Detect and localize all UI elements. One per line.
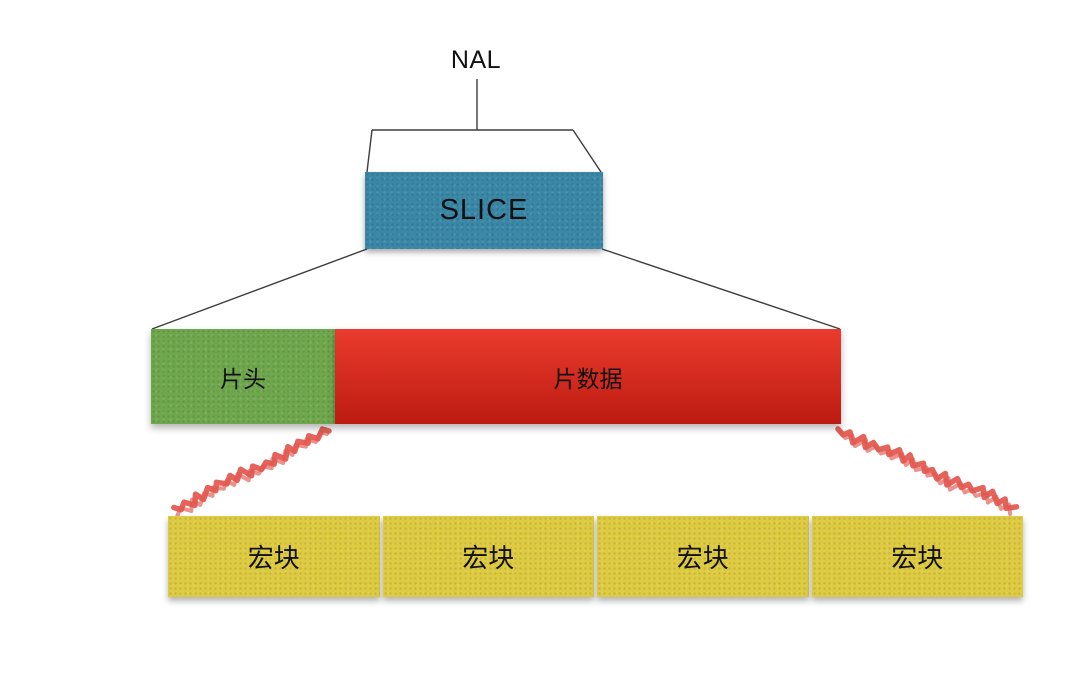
macroblock-box-2: 宏块 xyxy=(382,516,594,597)
macroblock-box-4: 宏块 xyxy=(811,516,1023,597)
slice-leader-right-line xyxy=(601,248,841,330)
macroblock-label: 宏块 xyxy=(676,543,729,573)
slice-header-label: 片头 xyxy=(220,365,266,392)
nal-label: NAL xyxy=(450,46,502,74)
macroblock-label: 宏块 xyxy=(247,543,300,573)
slice-data-label: 片数据 xyxy=(553,365,623,392)
bracket-right-line xyxy=(572,129,602,173)
macroblock-label: 宏块 xyxy=(462,543,515,573)
slice-leader-left-line xyxy=(151,248,368,330)
slice-box: SLICE xyxy=(365,172,603,249)
macroblock-label: 宏块 xyxy=(891,543,944,573)
macroblock-box-1: 宏块 xyxy=(168,516,380,597)
macroblock-box-3: 宏块 xyxy=(597,516,809,597)
bracket-left-line xyxy=(366,129,373,173)
macroblock-row: 宏块 宏块 宏块 宏块 xyxy=(168,516,1023,597)
squiggle-right-connector-2 xyxy=(838,430,1013,516)
slice-box-label: SLICE xyxy=(439,194,529,226)
slice-header-box: 片头 xyxy=(151,329,335,424)
squiggle-left-connector-2 xyxy=(175,430,329,518)
squiggle-left-connector xyxy=(171,426,332,513)
squiggle-right-connector xyxy=(835,426,1020,512)
slice-data-box: 片数据 xyxy=(335,329,841,424)
